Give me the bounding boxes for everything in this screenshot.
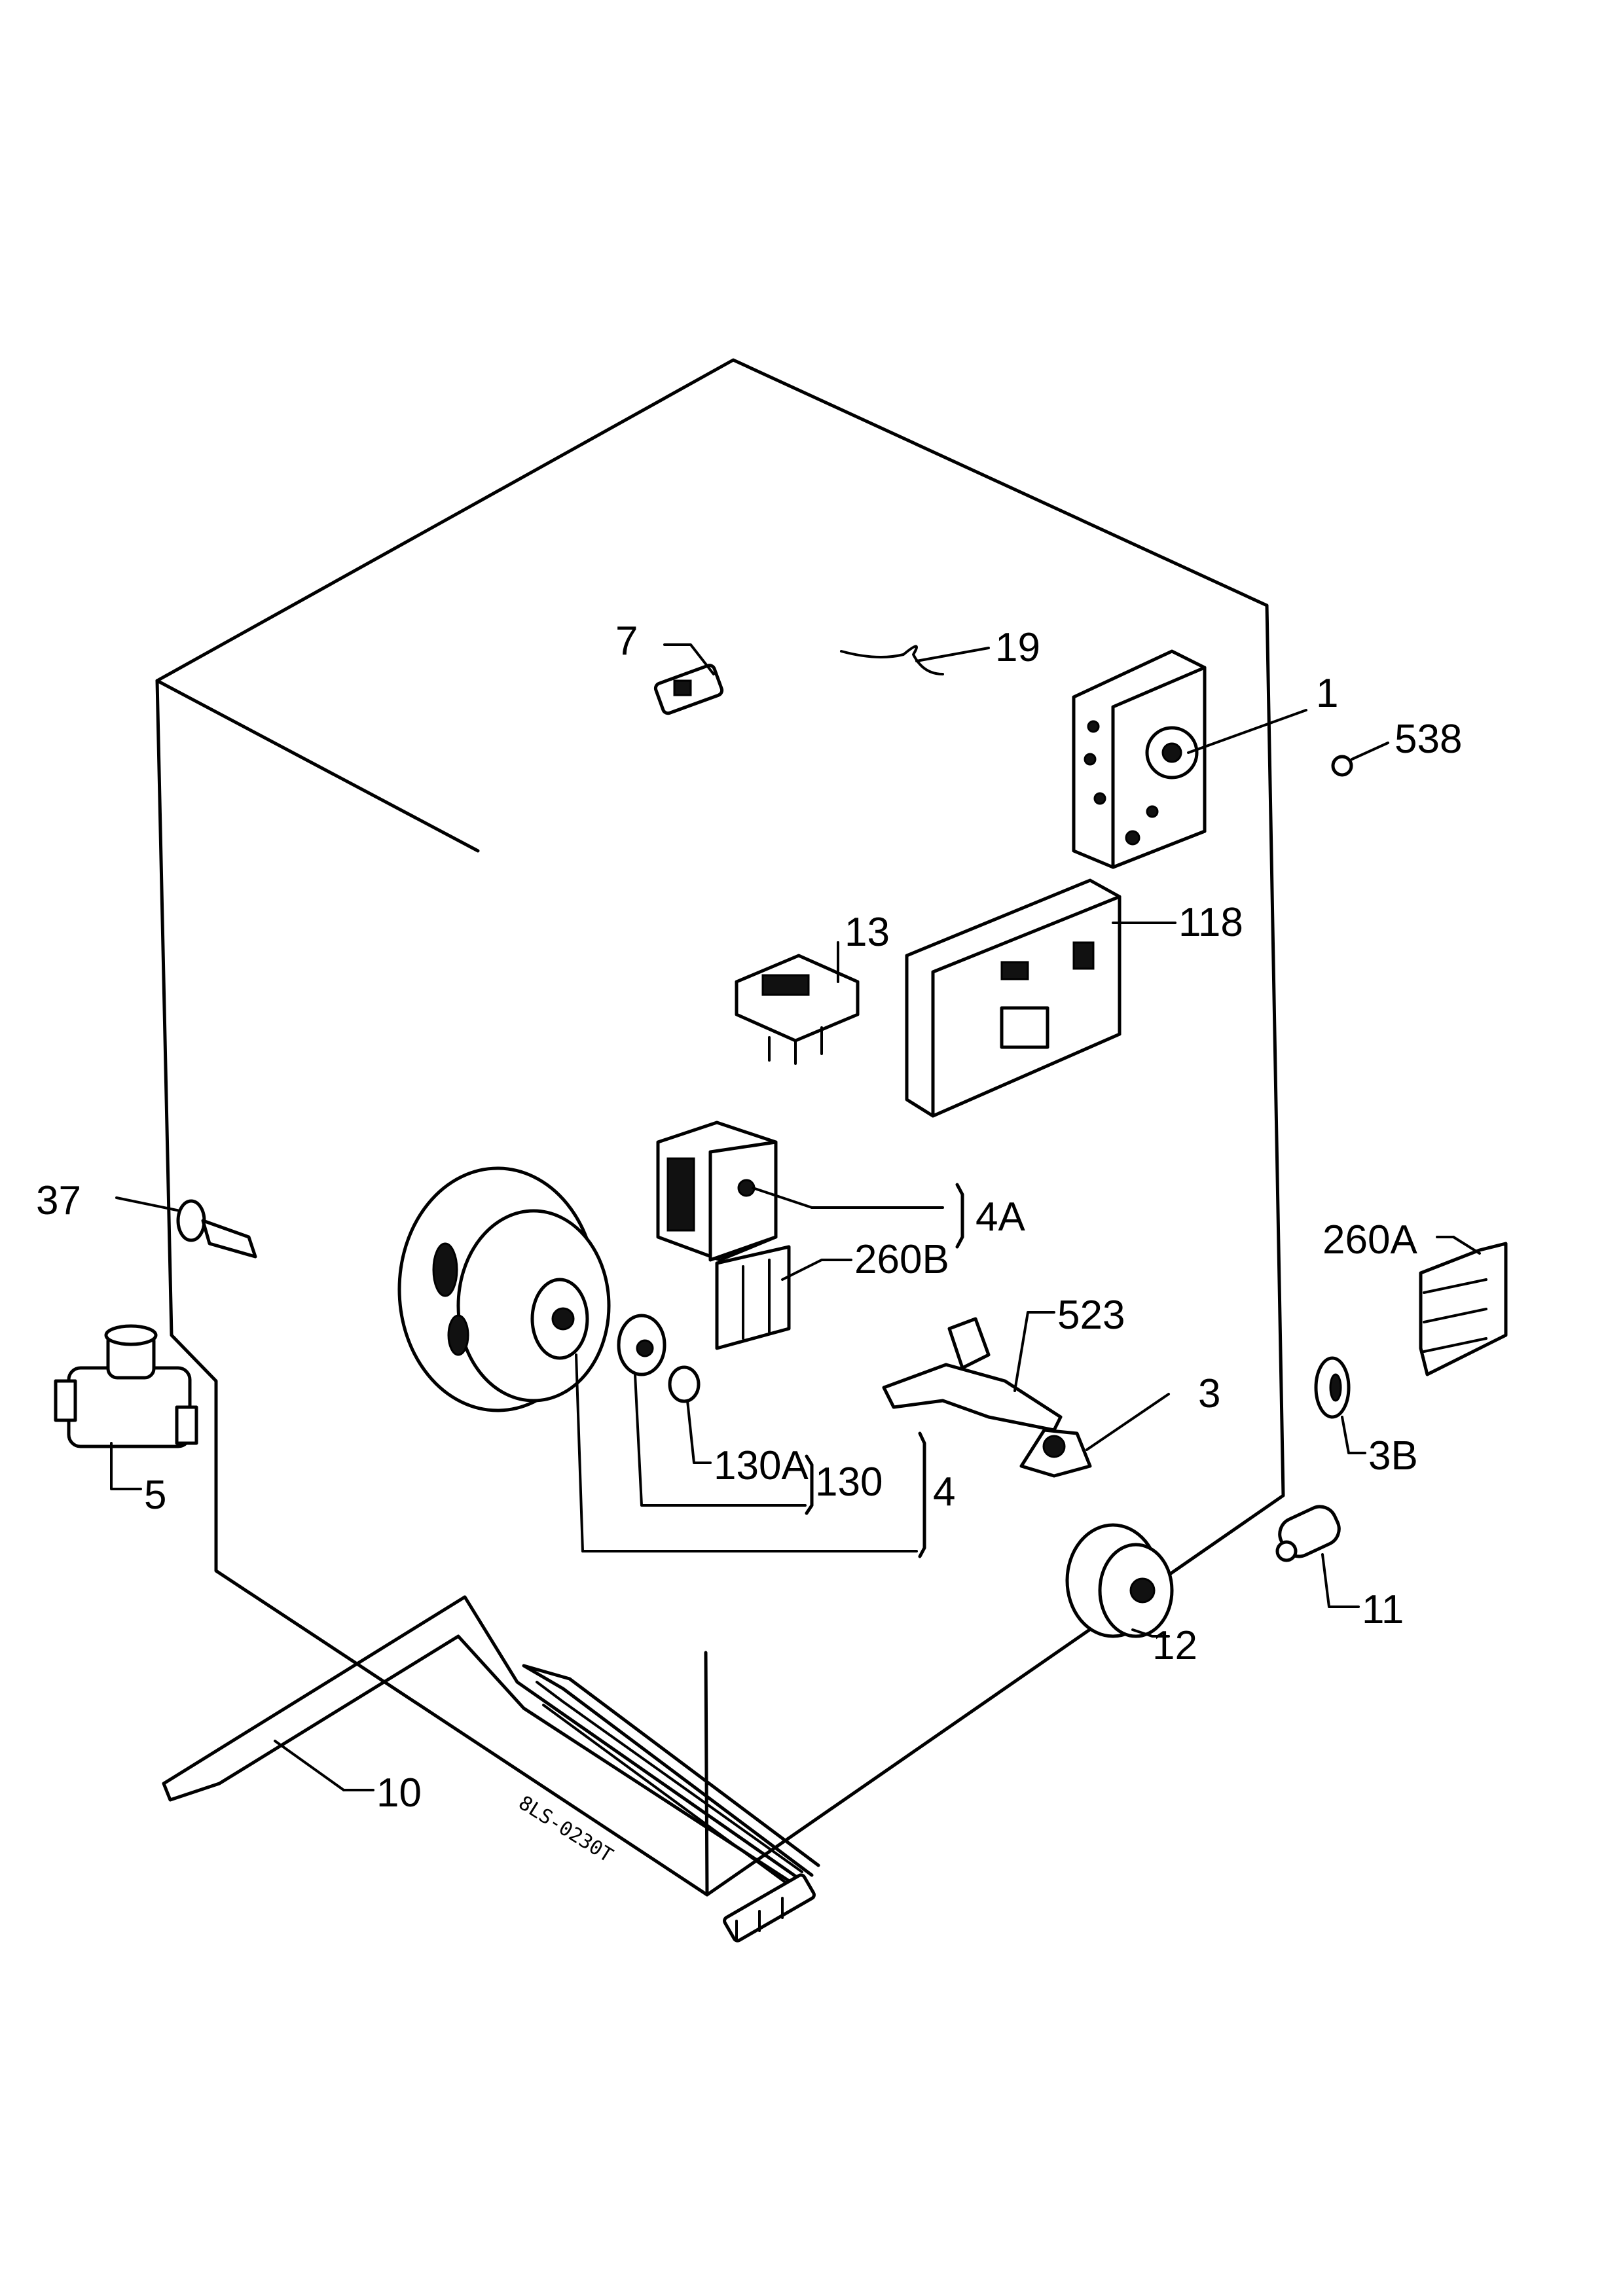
- group-brackets: [805, 1431, 926, 1558]
- label-3b: 3B: [1368, 1433, 1418, 1479]
- label-260b: 260B: [854, 1237, 949, 1282]
- cabinet-outline: [155, 358, 1285, 1897]
- label-4: 4: [933, 1469, 955, 1515]
- part-3-thermostat: [1019, 1393, 1170, 1478]
- label-130a: 130A: [714, 1443, 809, 1488]
- part-130-bracket: [617, 1314, 807, 1507]
- part-260b-filter: [715, 1245, 852, 1350]
- part-118-dispenser: [905, 878, 1176, 1118]
- part-4a-pump: [656, 1121, 964, 1262]
- part-11-capacitor: [1275, 1505, 1360, 1608]
- part-538-screw: [1331, 742, 1389, 777]
- label-5: 5: [144, 1473, 166, 1518]
- part-12-pressure-switch: [1065, 1523, 1174, 1638]
- part-3b-seal: [1314, 1356, 1366, 1454]
- part-37-fitting: [115, 1196, 257, 1259]
- label-12: 12: [1152, 1623, 1197, 1668]
- label-37: 37: [36, 1178, 81, 1223]
- part-19-wire: [840, 645, 990, 675]
- part-4-motor: [397, 1166, 918, 1552]
- label-118: 118: [1178, 900, 1243, 945]
- part-7-switch: [653, 643, 724, 715]
- label-11: 11: [1362, 1587, 1404, 1632]
- part-5-valve: [54, 1324, 198, 1490]
- label-538: 538: [1395, 717, 1462, 762]
- part-labels: 7 19 1 538 118 13 37 4A 260B 260A 523 3 …: [36, 619, 1462, 1867]
- part-130a-bush: [668, 1365, 712, 1464]
- part-10-heater-element: [162, 1595, 820, 1943]
- label-19: 19: [995, 625, 1040, 670]
- label-1: 1: [1316, 671, 1338, 716]
- label-7: 7: [615, 619, 638, 664]
- part-13-switch: [735, 941, 860, 1065]
- label-130: 130: [815, 1460, 883, 1505]
- label-260a: 260A: [1322, 1217, 1417, 1263]
- label-4a: 4A: [976, 1194, 1025, 1240]
- label-13: 13: [845, 910, 890, 955]
- part-1-programmer: [1072, 649, 1307, 869]
- part-260a-fitting: [1419, 1236, 1508, 1376]
- label-10: 10: [376, 1770, 422, 1816]
- part-523-bracket: [882, 1311, 1063, 1432]
- label-523: 523: [1057, 1293, 1125, 1338]
- label-3: 3: [1198, 1371, 1220, 1416]
